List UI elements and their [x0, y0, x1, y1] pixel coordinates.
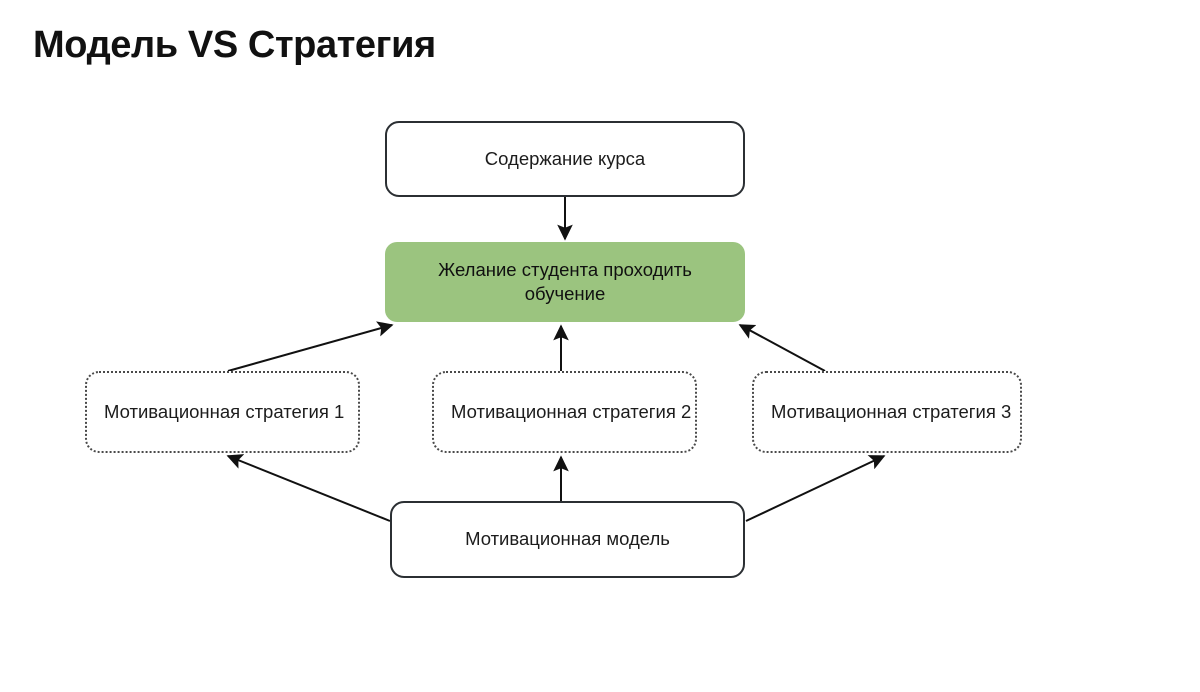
- edge-strategy1-to-desire: [227, 321, 394, 372]
- node-strategy-2-label: Мотивационная стратегия 2: [451, 400, 692, 422]
- node-course-content-label: Содержание курса: [484, 147, 646, 169]
- node-strategy-3[interactable]: Мотивационная стратегия 3: [752, 371, 1022, 453]
- node-motivational-model-label: Мотивационная модель: [465, 528, 670, 550]
- edge-model-to-strategy1: [226, 454, 391, 522]
- node-student-desire[interactable]: Желание студента проходить обучение: [385, 242, 745, 322]
- node-strategy-2[interactable]: Мотивационная стратегия 2: [432, 371, 697, 453]
- node-course-content[interactable]: Содержание курса: [385, 121, 745, 197]
- node-student-desire-label: Желание студента проходить обучение: [438, 258, 692, 304]
- node-strategy-1[interactable]: Мотивационная стратегия 1: [85, 371, 360, 453]
- node-motivational-model[interactable]: Мотивационная модель: [390, 501, 745, 578]
- edge-model-to-strategy3: [745, 455, 886, 522]
- edge-strategy3-to-desire: [738, 324, 826, 372]
- page-title: Модель VS Стратегия: [33, 24, 436, 66]
- node-strategy-1-label: Мотивационная стратегия 1: [104, 400, 345, 422]
- node-strategy-3-label: Мотивационная стратегия 3: [771, 400, 1012, 422]
